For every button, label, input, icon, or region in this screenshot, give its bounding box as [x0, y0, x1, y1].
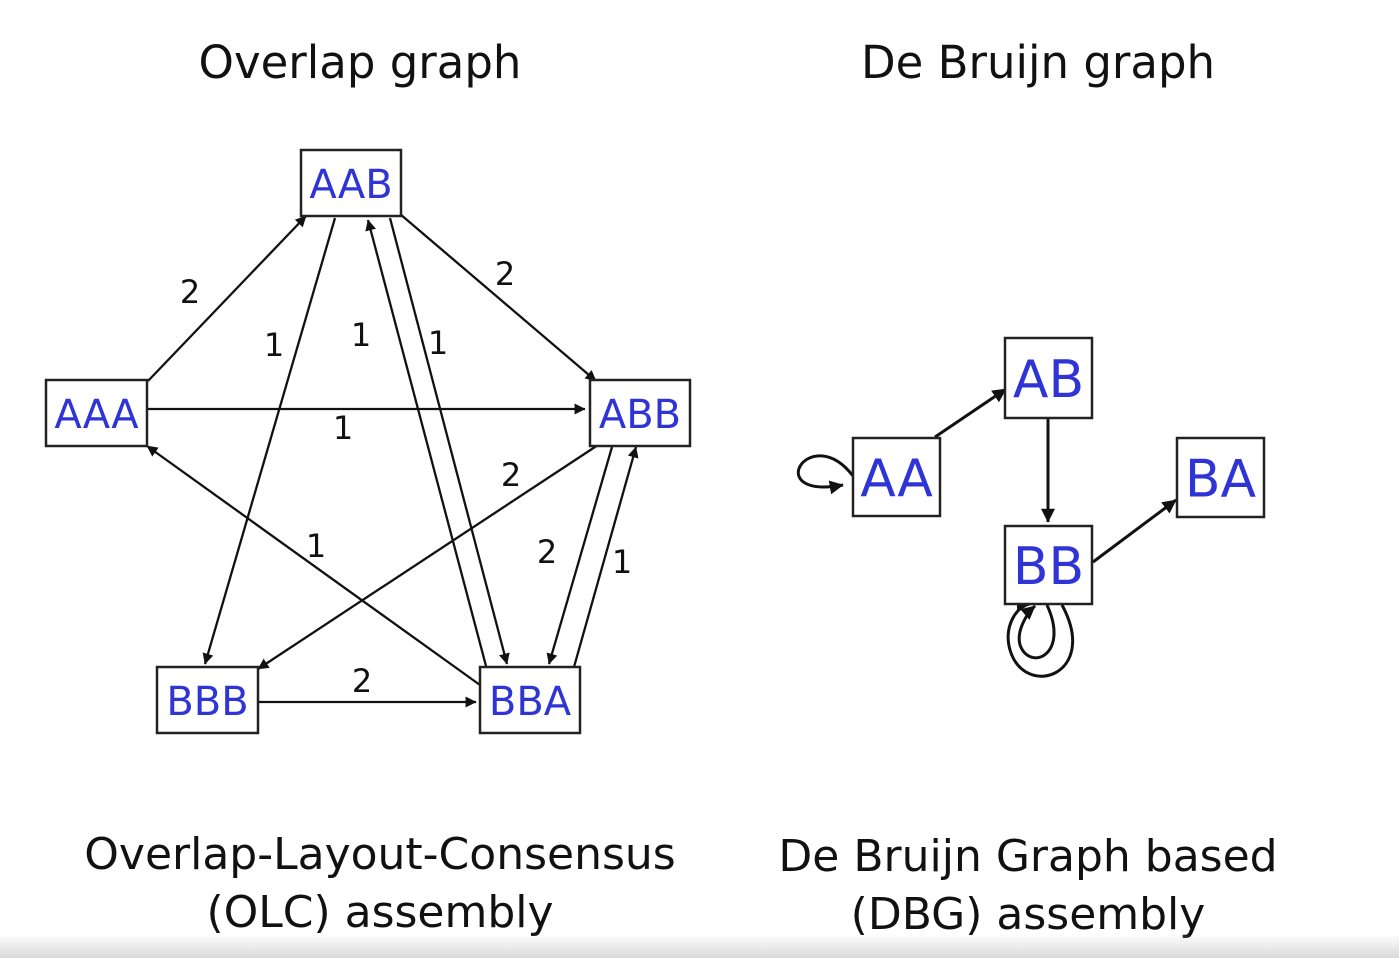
olc-edge-bba-aaa	[146, 445, 481, 686]
olc-edge-abb-bba	[546, 446, 614, 665]
overlap-graph-title: Overlap graph	[198, 36, 522, 89]
bottom-shade	[0, 934, 1399, 958]
olc-node-label-aab: AAB	[309, 162, 392, 208]
dbg-caption-line2: (DBG) assembly	[850, 889, 1206, 940]
olc-edge-aab-bbb	[202, 217, 337, 665]
olc-edge-abb-bbb	[257, 444, 599, 670]
olc-edge-label-aab-abb: 2	[495, 255, 515, 293]
olc-edge-aab-abb	[399, 213, 597, 382]
dbg-node-aa	[851, 436, 942, 518]
olc-caption: Overlap-Layout-Consensus (OLC) assembly	[40, 826, 720, 942]
olc-edge-bba-abb	[572, 446, 639, 668]
olc-caption-line2: (OLC) assembly	[206, 887, 554, 938]
dbg-node-bb	[1003, 524, 1094, 606]
dbg-edge-aa-ab-1	[934, 387, 1007, 439]
dbg-node-label-bb: BB	[1013, 537, 1084, 597]
olc-edge-aab-bba	[388, 217, 510, 665]
edges-layer: 2 1 2 1 1 1 2 2 1 1 2	[146, 213, 1177, 708]
olc-edge-label-aaa-abb: 1	[333, 409, 353, 447]
olc-edge-label-aab-bbb: 1	[264, 326, 284, 364]
olc-edge-label-bba-aab: 1	[351, 316, 371, 354]
olc-node-bbb	[155, 665, 260, 735]
olc-node-abb	[588, 378, 692, 448]
olc-edge-label-bba-abb: 1	[612, 543, 632, 581]
olc-edge-label-aaa-aab: 2	[180, 273, 200, 311]
olc-caption-line1: Overlap-Layout-Consensus	[84, 829, 676, 880]
olc-edge-label-abb-bba: 2	[537, 533, 557, 571]
dbg-edge-bb-bb-5	[1017, 604, 1056, 660]
olc-edge-label-abb-bbb: 2	[501, 456, 521, 494]
olc-node-aab	[299, 148, 403, 218]
de-bruijn-graph-title: De Bruijn graph	[860, 36, 1216, 89]
olc-edge-aaa-aab	[147, 215, 307, 382]
dbg-node-label-ba: BA	[1185, 450, 1257, 510]
olc-node-label-bba: BBA	[489, 679, 572, 725]
dbg-node-ab	[1003, 336, 1094, 420]
dbg-edge-aa-aa-0	[796, 454, 855, 495]
dbg-caption-line1: De Bruijn Graph based	[778, 831, 1278, 882]
dbg-node-label-aa: AA	[860, 449, 933, 509]
olc-node-bba	[478, 665, 582, 735]
olc-edge-label-aab-bba: 1	[428, 324, 448, 362]
olc-node-label-abb: ABB	[599, 392, 681, 438]
dbg-node-ba	[1175, 436, 1266, 519]
olc-edge-label-bba-aaa: 1	[306, 527, 326, 565]
dbg-caption: De Bruijn Graph based (DBG) assembly	[718, 828, 1338, 944]
dbg-node-label-ab: AB	[1013, 350, 1084, 410]
olc-edge-bba-aab	[365, 219, 488, 667]
dbg-edge-bb-bb-4	[1006, 598, 1075, 678]
olc-node-label-aaa: AAA	[54, 392, 139, 438]
olc-node-label-bbb: BBB	[166, 679, 248, 725]
dbg-edge-bb-ba-3	[1092, 498, 1177, 564]
olc-edge-label-bbb-bba: 2	[352, 662, 372, 700]
olc-node-aaa	[44, 378, 149, 448]
